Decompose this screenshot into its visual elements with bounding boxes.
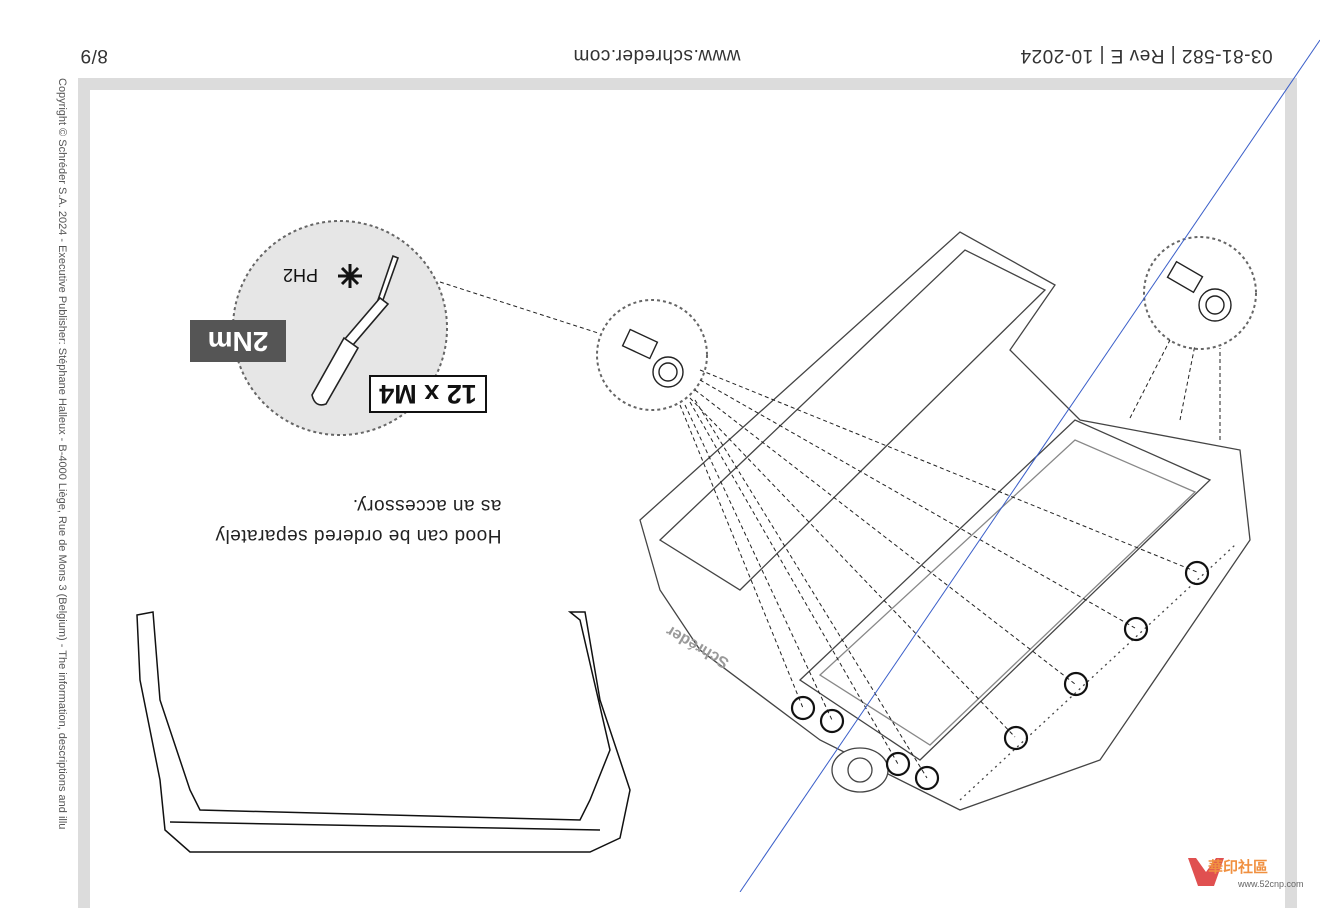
screwdriver-icon xyxy=(311,254,400,406)
hood-note-line-1: Hood can be ordered separately xyxy=(215,525,502,546)
watermark-url: www.52cnp.com xyxy=(1238,879,1304,889)
bit-label: PH2 xyxy=(283,265,319,285)
watermark-text: 華印社區 xyxy=(1208,859,1269,876)
leader-lines xyxy=(679,339,1221,779)
screw-icon xyxy=(621,260,1232,388)
guide-line xyxy=(739,39,1320,892)
hood-note-line-2: as an accessory. xyxy=(352,495,502,516)
screw-count-label: 12 x M4 xyxy=(369,375,487,413)
watermark-logo xyxy=(1188,858,1224,886)
hood-accessory-drawing xyxy=(136,611,631,853)
torque-badge: 2Nm xyxy=(190,320,286,362)
screw-detail-circle xyxy=(1143,236,1257,350)
screw-position-markers xyxy=(790,560,1210,791)
leader-line xyxy=(439,281,599,334)
phillips-star-icon xyxy=(338,264,362,288)
hood-note: Hood can be ordered separately as an acc… xyxy=(215,490,501,550)
